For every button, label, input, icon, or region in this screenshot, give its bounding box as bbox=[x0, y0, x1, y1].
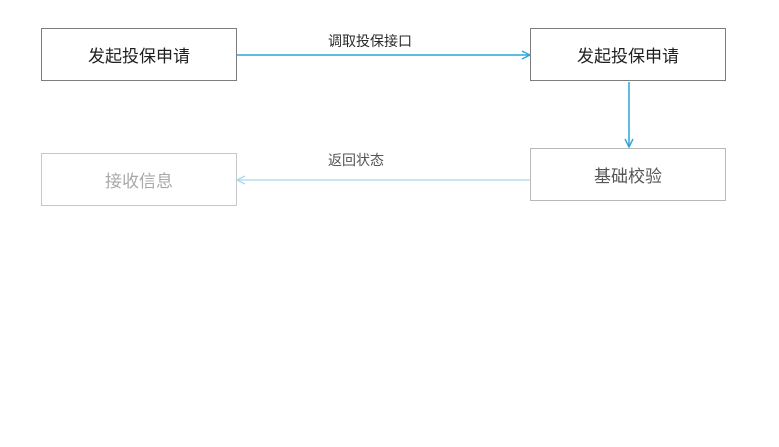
node-target-application: 发起投保申请 bbox=[530, 28, 726, 81]
edge-label-return-status: 返回状态 bbox=[328, 153, 384, 169]
node-basic-validation: 基础校验 bbox=[530, 148, 726, 201]
node-start-application: 发起投保申请 bbox=[41, 28, 237, 81]
node-validate-label: 基础校验 bbox=[594, 167, 662, 187]
node-target-label: 发起投保申请 bbox=[577, 47, 679, 67]
node-receive-info: 接收信息 bbox=[41, 153, 237, 206]
node-start-label: 发起投保申请 bbox=[88, 47, 190, 67]
node-receive-label: 接收信息 bbox=[105, 172, 173, 192]
edge-label-call-api: 调取投保接口 bbox=[328, 34, 412, 50]
